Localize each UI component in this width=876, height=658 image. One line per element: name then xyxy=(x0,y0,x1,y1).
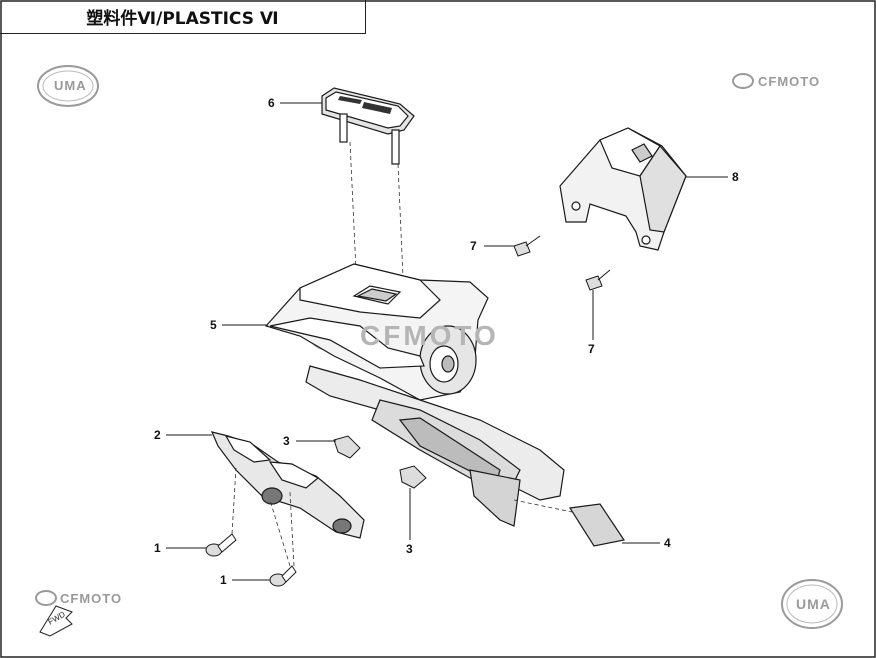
part-1-bolt-right xyxy=(269,565,297,587)
part-3-clip-lower xyxy=(399,465,427,489)
callout-8: 8 xyxy=(732,170,739,184)
callout-7-lower: 7 xyxy=(588,342,595,356)
cfmoto-logo-text-bottom: CFMOTO xyxy=(60,591,123,606)
uma-logo-text-top: UMA xyxy=(54,78,87,93)
cfmoto-logo-mark-bottom xyxy=(35,590,57,606)
uma-logo-text-bottom: UMA xyxy=(796,596,831,612)
part-6-emblem xyxy=(321,87,415,165)
cfmoto-logo-text-top: CFMOTO xyxy=(758,74,821,89)
callout-1-right: 1 xyxy=(220,573,227,587)
callout-3-lower: 3 xyxy=(406,542,413,556)
callout-1-left: 1 xyxy=(154,541,161,555)
cfmoto-watermark-center: CFMOTO xyxy=(360,320,499,351)
page-title: 塑料件Ⅵ/PLASTICS Ⅵ xyxy=(0,0,366,34)
uma-logo-bottom xyxy=(781,579,843,629)
callout-4: 4 xyxy=(664,536,671,550)
cfmoto-logo-mark-top xyxy=(732,73,754,89)
part-4-reflector-pad xyxy=(568,503,625,547)
callout-3-upper: 3 xyxy=(283,434,290,448)
callout-2: 2 xyxy=(154,428,161,442)
part-2-plate-bracket xyxy=(210,431,365,539)
callout-5: 5 xyxy=(210,318,217,332)
part-5-rear-fender xyxy=(264,263,565,527)
part-7-screw-upper xyxy=(513,235,541,257)
forward-arrow-icon: FWD xyxy=(39,605,73,637)
part-3-clip-upper xyxy=(333,435,361,459)
part-8-bracket-cover xyxy=(559,127,687,251)
callout-6: 6 xyxy=(268,96,275,110)
callout-7-upper: 7 xyxy=(470,239,477,253)
leader-lines xyxy=(166,102,728,581)
part-1-bolt-left xyxy=(205,533,237,557)
uma-logo-top xyxy=(37,65,99,107)
part-7-screw-lower xyxy=(585,269,611,291)
